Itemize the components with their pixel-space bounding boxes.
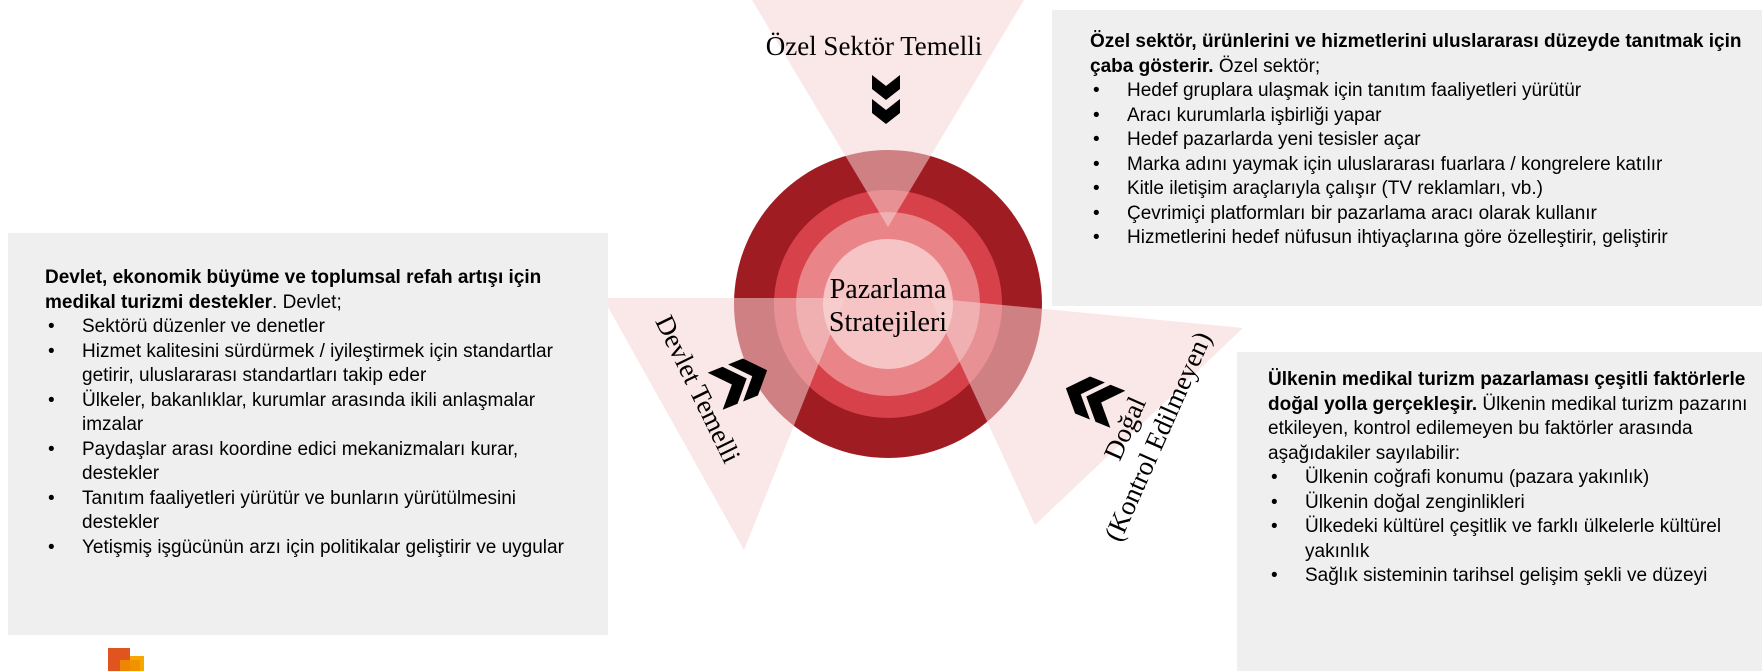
list-item: Hedef pazarlarda yeni tesisler açar [1090, 128, 1744, 153]
private-sector-list: Hedef gruplara ulaşmak için tanıtım faal… [1090, 79, 1744, 251]
natural-intro-rest: Ülkenin medikal turizm pazarını etkileye… [1268, 393, 1748, 464]
government-intro-rest: . Devlet; [272, 291, 342, 313]
natural-intro-bold: Ülkenin medikal turizm pazarlaması çeşit… [1268, 369, 1746, 415]
list-item: Ülkedeki kültürel çeşitlik ve farklı ülk… [1268, 515, 1748, 564]
list-item: Kitle iletişim araçlarıyla çalışır (TV r… [1090, 177, 1744, 202]
list-item: Sektörü düzenler ve denetler [45, 315, 590, 340]
private-sector-intro-rest: Özel sektör; [1213, 55, 1321, 77]
list-item: Marka adını yaymak için uluslararası fua… [1090, 153, 1744, 178]
list-item: Paydaşlar arası koordine edici mekanizma… [45, 438, 590, 487]
list-item: Sağlık sisteminin tarihsel gelişim şekli… [1268, 564, 1748, 589]
list-item: Tanıtım faaliyetleri yürütür ve bunların… [45, 487, 590, 536]
triangle-left [603, 298, 845, 550]
segment-label-top: Özel Sektör Temelli [766, 31, 983, 61]
center-label-line2: Stratejileri [829, 307, 947, 338]
list-item: Ülkenin doğal zenginlikleri [1268, 491, 1748, 516]
brand-logo [108, 648, 144, 671]
list-item: Çevrimiçi platformları bir pazarlama ara… [1090, 202, 1744, 227]
center-label-line1: Pazarlama [830, 274, 947, 305]
private-sector-intro: Özel sektör, ürünlerini ve hizmetlerini … [1090, 30, 1744, 79]
government-box: Devlet, ekonomik büyüme ve toplumsal ref… [8, 233, 608, 635]
list-item: Ülkenin coğrafi konumu (pazara yakınlık) [1268, 466, 1748, 491]
private-sector-intro-bold: Özel sektör, ürünlerini ve hizmetlerini … [1090, 31, 1742, 77]
list-item: Aracı kurumlarla işbirliği yapar [1090, 104, 1744, 129]
list-item: Hizmet kalitesini sürdürmek / iyileştirm… [45, 340, 590, 389]
private-sector-box: Özel sektör, ürünlerini ve hizmetlerini … [1052, 10, 1762, 306]
double-chevron-down-icon [872, 75, 900, 124]
government-intro: Devlet, ekonomik büyüme ve toplumsal ref… [45, 266, 590, 315]
natural-box: Ülkenin medikal turizm pazarlaması çeşit… [1237, 352, 1762, 671]
government-list: Sektörü düzenler ve denetlerHizmet kalit… [45, 315, 590, 560]
list-item: Hizmetlerini hedef nüfusun ihtiyaçlarına… [1090, 226, 1744, 251]
natural-list: Ülkenin coğrafi konumu (pazara yakınlık)… [1268, 466, 1748, 589]
list-item: Yetişmiş işgücünün arzı için politikalar… [45, 536, 590, 561]
list-item: Hedef gruplara ulaşmak için tanıtım faal… [1090, 79, 1744, 104]
double-chevron-right-icon [707, 358, 768, 410]
double-chevron-left-icon [1065, 376, 1126, 428]
government-intro-bold: Devlet, ekonomik büyüme ve toplumsal ref… [45, 267, 542, 313]
list-item: Ülkeler, bakanlıklar, kurumlar arasında … [45, 389, 590, 438]
natural-intro: Ülkenin medikal turizm pazarlaması çeşit… [1268, 368, 1748, 466]
ring-inner [823, 239, 953, 369]
